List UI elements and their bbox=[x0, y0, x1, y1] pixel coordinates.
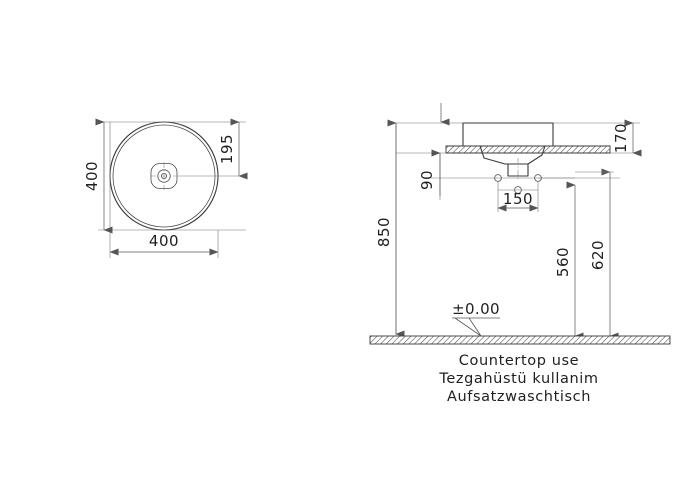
section-dim-label-floor-to-rim: 850 bbox=[375, 217, 393, 247]
plan-dim-label-height: 400 bbox=[83, 161, 101, 191]
section-dim-label-floor-to-outlet: 560 bbox=[554, 247, 572, 277]
plan-dim-label-drain-offset: 195 bbox=[218, 134, 236, 164]
caption-group: Countertop use Tezgahüstü kullanim Aufsa… bbox=[438, 353, 598, 405]
floor-slab bbox=[369, 335, 671, 345]
caption-line-english: Countertop use bbox=[459, 353, 579, 369]
section-dim-label-ledge-to-taphole: 90 bbox=[418, 170, 436, 190]
basin-underside-profile bbox=[462, 145, 554, 165]
caption-line-german: Aufsatzwaschtisch bbox=[447, 389, 591, 405]
drain-spigot bbox=[507, 163, 529, 177]
section-dim-label-taphole-spacing: 150 bbox=[503, 190, 533, 208]
level-marker-label: ±0.00 bbox=[452, 300, 500, 318]
caption-line-turkish: Tezgahüstü kullanim bbox=[438, 371, 598, 387]
section-view-group: 150 850 90 170 560 620 bbox=[369, 103, 671, 345]
basin-body-outline bbox=[462, 122, 554, 147]
plan-dim-label-width: 400 bbox=[149, 232, 179, 250]
level-marker-triangle bbox=[454, 317, 482, 337]
section-dim-label-basin-height: 170 bbox=[612, 123, 630, 153]
plan-view-group: 400 195 400 bbox=[83, 118, 248, 258]
section-dim-label-floor-to-supply: 620 bbox=[589, 240, 607, 270]
countertop-slab bbox=[445, 145, 611, 154]
